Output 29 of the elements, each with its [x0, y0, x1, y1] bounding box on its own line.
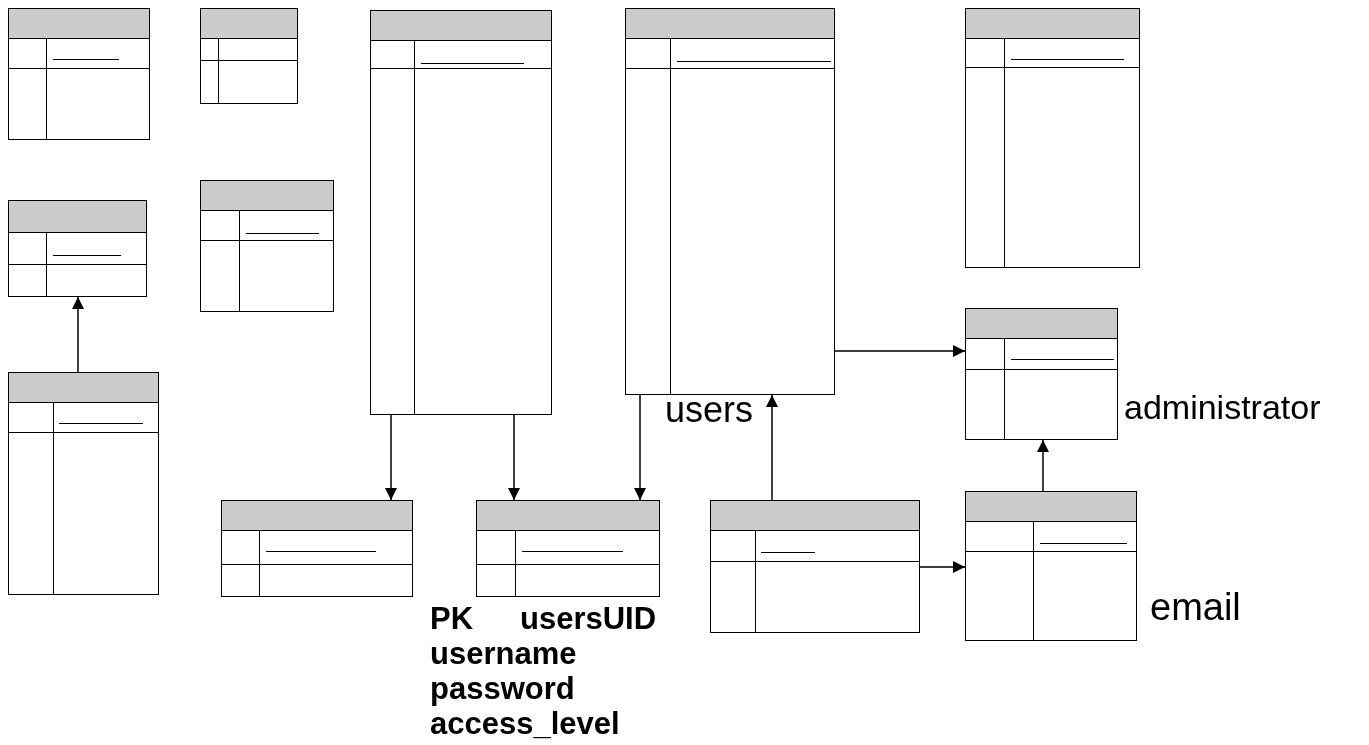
field-label: access_level	[430, 708, 620, 739]
field-label: administrator	[1124, 390, 1321, 424]
entity-table	[200, 180, 334, 312]
entity-table	[200, 8, 298, 104]
arrow	[834, 345, 966, 357]
arrow	[634, 394, 646, 501]
entity-table	[8, 372, 159, 595]
entity-table	[710, 500, 920, 633]
arrow	[72, 296, 84, 373]
entity-table	[965, 491, 1137, 641]
arrow	[766, 394, 778, 501]
entity-table	[965, 8, 1140, 268]
arrow	[508, 414, 520, 501]
entity-table	[221, 500, 413, 597]
arrow	[385, 414, 397, 501]
entity-table	[8, 200, 147, 297]
entity-table	[8, 8, 150, 140]
entity-table	[965, 308, 1118, 440]
field-label: usersUID	[520, 603, 657, 634]
entity-table	[625, 8, 835, 395]
field-label: password	[430, 673, 575, 704]
field-label: email	[1150, 588, 1241, 626]
arrow	[1037, 439, 1049, 492]
entity-table	[370, 10, 552, 415]
field-label: users	[665, 392, 754, 428]
field-label: PK	[430, 603, 474, 634]
field-label: username	[430, 638, 577, 669]
arrow	[919, 561, 966, 573]
entity-table	[476, 500, 660, 597]
